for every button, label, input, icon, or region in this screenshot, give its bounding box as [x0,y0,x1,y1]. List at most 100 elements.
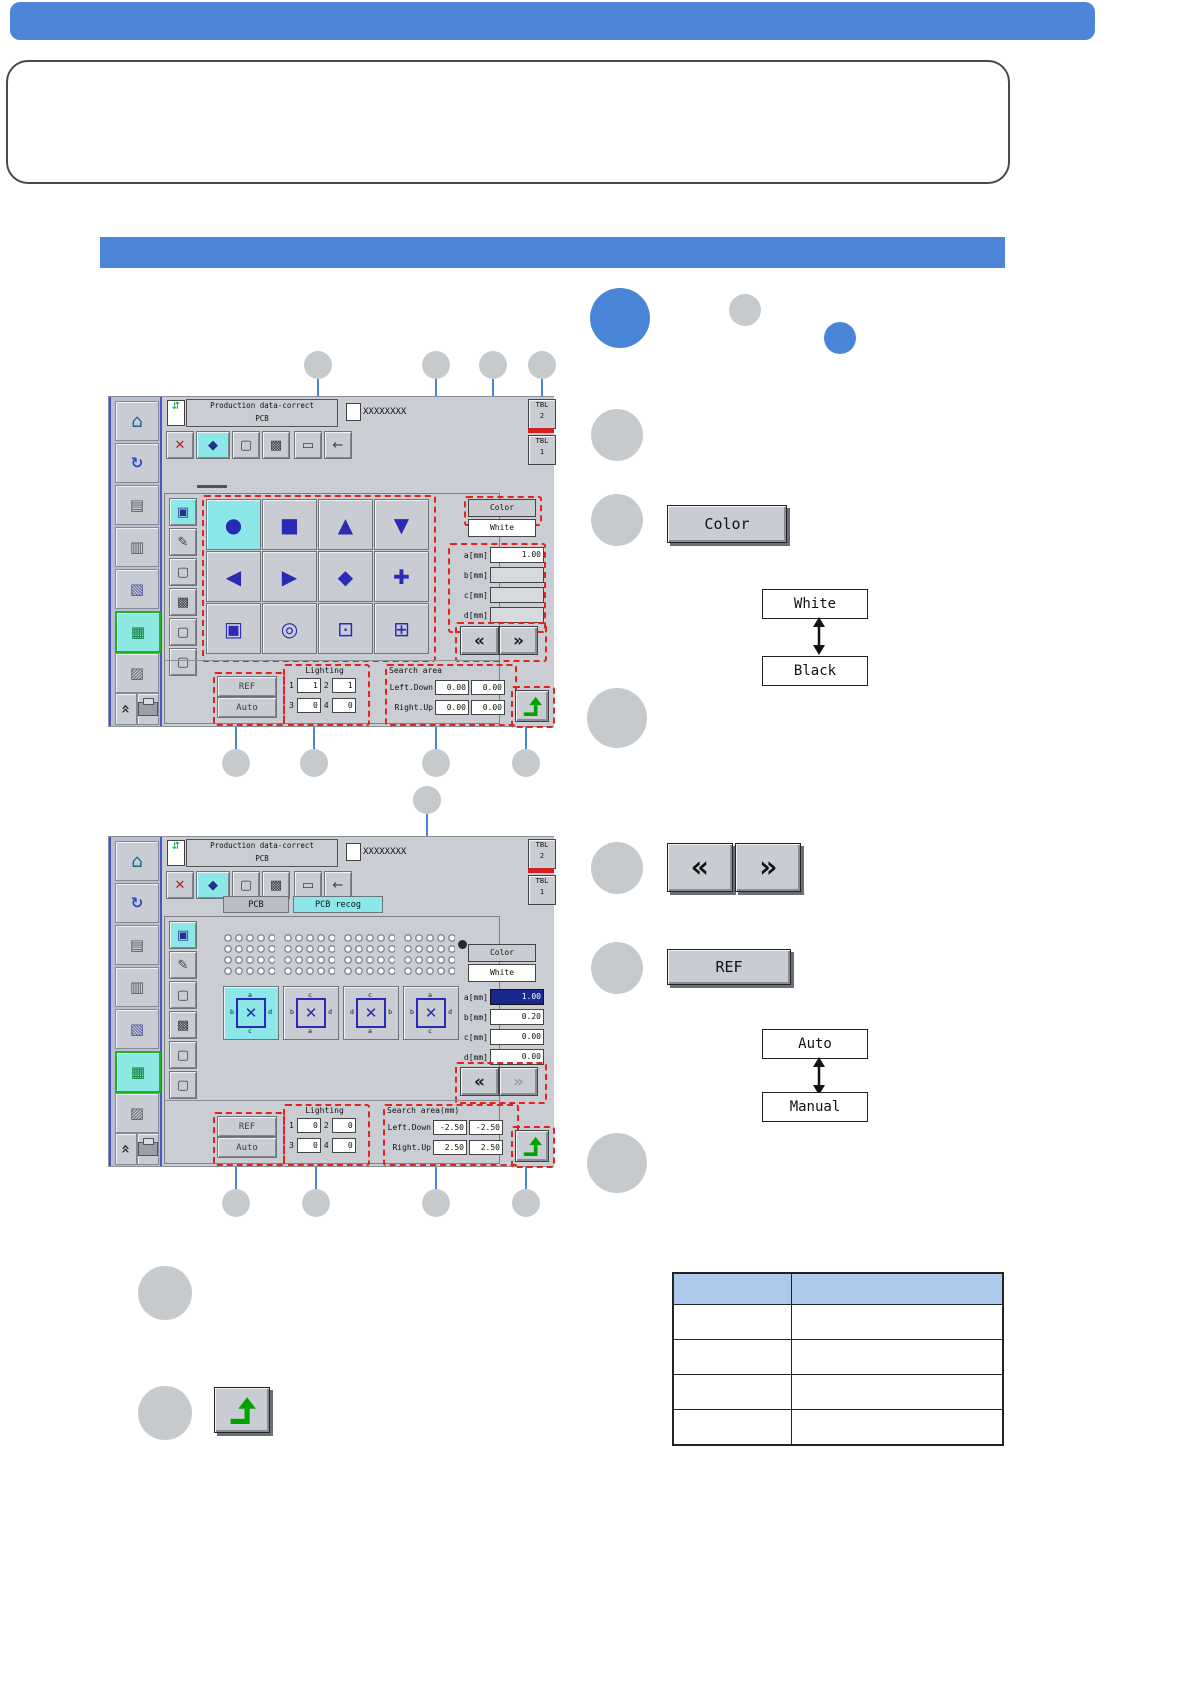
tool-button-1[interactable]: ▢ [232,871,260,899]
next-button[interactable]: » [499,626,538,655]
tab-pcb-recog[interactable]: PCB recog [293,896,383,913]
shape-ring-button[interactable]: ◎ [262,603,317,654]
shape-wedge-left-button[interactable]: ◀ [206,551,261,602]
color-label[interactable]: Color [468,944,536,962]
table2-button[interactable]: TBL 2 [528,839,556,869]
tool-button-1[interactable]: ▢ [232,431,260,459]
prev-button[interactable]: « [460,1067,499,1096]
color-value[interactable]: White [468,964,536,982]
return-button-illustration[interactable] [214,1387,270,1433]
color-label[interactable]: Color [468,499,536,517]
color-button-illustration[interactable]: Color [667,505,787,543]
print-button[interactable] [137,693,159,725]
dim-a-field-selected[interactable]: 1.00 [490,989,544,1005]
table1-button[interactable]: TBL 1 [528,435,556,465]
shape-triangle-down-button[interactable]: ▼ [374,499,429,550]
inner-tool-edit[interactable]: ✎ [169,528,197,556]
shape-square-pair-a-button[interactable]: ⊡ [318,603,373,654]
inner-tool-5[interactable]: ▢ [169,1041,197,1069]
shape-square-pair-b-button[interactable]: ⊞ [374,603,429,654]
rightup-y-field[interactable]: 2.50 [469,1140,503,1155]
inner-tool-6[interactable]: ▢ [169,648,197,676]
ref-button[interactable]: REF [217,1116,277,1137]
tool-button-4[interactable]: ← [324,431,352,459]
ref-button-illustration[interactable]: REF [667,949,791,985]
auto-button[interactable]: Auto [217,697,277,718]
screen-button-2[interactable]: ▥ [115,967,159,1007]
pcb-data-button-active[interactable]: ▦ [115,1051,161,1093]
tool-button-2[interactable]: ▩ [262,431,290,459]
shape-corner-squares-button[interactable]: ▣ [206,603,261,654]
screen-button-3[interactable]: ▧ [115,569,159,609]
screen-button-4[interactable]: ▨ [115,653,159,693]
inner-tool-4[interactable]: ▩ [169,588,197,616]
inner-tool-3[interactable]: ▢ [169,558,197,586]
light-3-field[interactable]: 0 [296,1138,321,1153]
shape-triangle-up-button[interactable]: ▲ [318,499,373,550]
dim-b-field[interactable]: 0.20 [490,1009,544,1025]
screen-button-1[interactable]: ▤ [115,485,159,525]
rightup-x-field[interactable]: 0.00 [435,700,469,715]
inner-tool-6[interactable]: ▢ [169,1071,197,1099]
leftdown-y-field[interactable]: -2.50 [469,1120,503,1135]
tool-button-2[interactable]: ▩ [262,871,290,899]
recog-tool-button-active[interactable]: ◆ [196,431,230,459]
leftdown-x-field[interactable]: 0.00 [435,680,469,695]
light-4-field[interactable]: 0 [331,1138,356,1153]
light-2-field[interactable]: 1 [331,678,356,693]
inner-tool-edit[interactable]: ✎ [169,951,197,979]
changeover-button[interactable]: ↻ [115,443,159,483]
recog-tool-button-active[interactable]: ◆ [196,871,230,899]
leftdown-x-field[interactable]: -2.50 [433,1120,467,1135]
screen-button-1[interactable]: ▤ [115,925,159,965]
tool-button-3[interactable]: ▭ [294,431,322,459]
print-button[interactable] [137,1133,159,1165]
inner-tool-active[interactable]: ▣ [169,498,197,526]
next-button-illustration[interactable]: » [735,843,801,892]
shape-wedge-right-button[interactable]: ▶ [262,551,317,602]
table1-button[interactable]: TBL 1 [528,875,556,905]
dim-c-field[interactable] [490,587,544,603]
leftdown-y-field[interactable]: 0.00 [471,680,505,695]
shape-square-button[interactable]: ■ [262,499,317,550]
shape-circle-button[interactable]: ● [206,499,261,550]
changeover-button[interactable]: ↻ [115,883,159,923]
dim-d-field[interactable] [490,607,544,623]
collapse-button[interactable]: « [115,1133,137,1165]
prev-button[interactable]: « [460,626,499,655]
auto-button[interactable]: Auto [217,1137,277,1158]
inner-tool-5[interactable]: ▢ [169,618,197,646]
dim-a-field[interactable]: 1.00 [490,547,544,563]
light-4-field[interactable]: 0 [331,698,356,713]
return-button[interactable] [515,690,549,722]
tab-pcb[interactable]: PCB [223,896,289,913]
dim-d-field[interactable]: 0.00 [490,1049,544,1065]
camera-off-button[interactable]: ✕ [166,431,194,459]
camera-off-button[interactable]: ✕ [166,871,194,899]
next-button-disabled[interactable]: » [499,1067,538,1096]
shape-diamond-button[interactable]: ◆ [318,551,373,602]
pcb-data-button-active[interactable]: ▦ [115,611,161,653]
home-button[interactable]: ⌂ [115,401,159,441]
prev-button-illustration[interactable]: « [667,843,733,892]
return-button[interactable] [515,1130,549,1162]
rightup-x-field[interactable]: 2.50 [433,1140,467,1155]
rightup-y-field[interactable]: 0.00 [471,700,505,715]
collapse-button[interactable]: « [115,693,137,725]
shape-cross-button[interactable]: ✚ [374,551,429,602]
color-value[interactable]: White [468,519,536,537]
tool-button-3[interactable]: ▭ [294,871,322,899]
tool-button-4[interactable]: ← [324,871,352,899]
light-2-field[interactable]: 0 [331,1118,356,1133]
home-button[interactable]: ⌂ [115,841,159,881]
inner-tool-3[interactable]: ▢ [169,981,197,1009]
dim-b-field[interactable] [490,567,544,583]
dim-c-field[interactable]: 0.00 [490,1029,544,1045]
inner-tool-4[interactable]: ▩ [169,1011,197,1039]
table2-button[interactable]: TBL 2 [528,399,556,429]
ref-button[interactable]: REF [217,676,277,697]
